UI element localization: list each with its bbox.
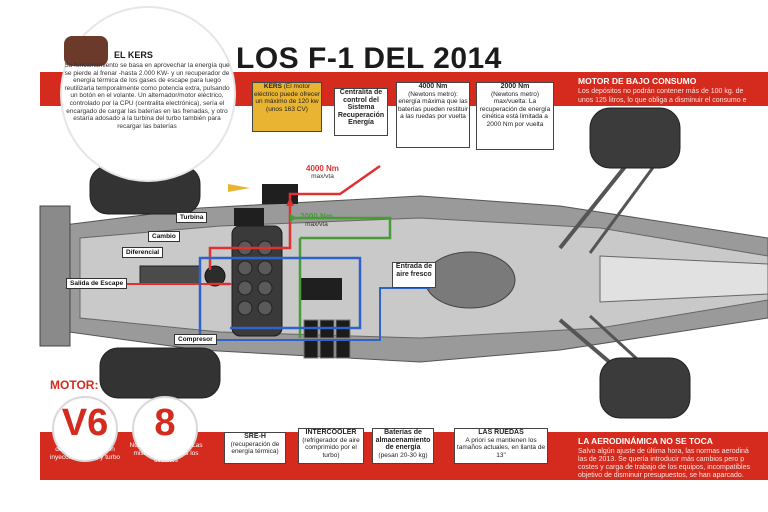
callout-baterias-title: Baterías de almacenamiento de energía — [375, 429, 431, 451]
callout-2000nm-text: (Newtons metro) max/vuelta: La recuperac… — [479, 90, 551, 128]
callout-centralita-title: Centralita de control del Sistema Recupe… — [337, 89, 385, 126]
kers-heading: EL KERS — [114, 50, 153, 60]
green-flow-label: 2000 Nm max/vta — [300, 212, 333, 228]
label-salida-escape: Salida de Escape — [66, 278, 128, 289]
callout-kers-title: KERS — [263, 83, 282, 90]
callout-intercooler-text: (refrigerador de aire comprimido por el … — [302, 436, 360, 459]
gears-caption: Número de marchas. Las mismas para todos… — [129, 442, 203, 464]
gears-circle — [132, 396, 198, 462]
top-band-line2: unos 125 litros, lo que obliga a disminu… — [578, 97, 747, 104]
v6-value: V6 — [61, 402, 109, 444]
callout-kers-text: (El motor eléctrico puede ofrecer un máx… — [253, 83, 321, 113]
label-turbina: Turbina — [176, 212, 208, 223]
gears-value: 8 — [154, 402, 176, 444]
callout-4000nm-text: (Newtons metro): energía máxima que las … — [397, 90, 469, 121]
callout-sreh: SRE-H (recuperación de energía térmica) — [224, 432, 286, 464]
callout-ruedas-text: A priori se mantienen los tamaños actual… — [456, 436, 546, 459]
bottom-band-line2: las de 2013. Se quería introducir más ca… — [578, 456, 745, 463]
green-flow-unit: max/vta — [305, 221, 328, 228]
callout-baterias-text: (pesan 20-30 kg) — [378, 451, 428, 459]
label-compresor: Compresor — [174, 334, 217, 345]
label-diferencial: Diferencial — [122, 247, 164, 258]
label-cambio: Cambio — [148, 231, 180, 242]
red-flow-label: 4000 Nm max/vta — [306, 164, 339, 180]
callout-4000nm-title: 4000 Nm — [418, 83, 448, 90]
callout-kers: KERS (El motor eléctrico puede ofrecer u… — [252, 82, 322, 132]
callout-2000nm: 2000 Nm (Newtons metro) max/vuelta: La r… — [476, 82, 554, 150]
kers-description: Su funcionamiento se basa en aprovechar … — [64, 62, 230, 130]
green-flow-value: 2000 Nm — [300, 212, 333, 221]
callout-intercooler-title: INTERCOOLER — [305, 429, 357, 436]
callout-2000nm-title: 2000 Nm — [500, 83, 530, 90]
callout-ruedas-title: LAS RUEDAS — [478, 429, 524, 436]
v6-caption: de sólo 1.600 cc con inyección directa y… — [49, 446, 121, 461]
top-band-heading: MOTOR DE BAJO CONSUMO — [578, 76, 697, 86]
bottom-band-line4: objetivo de disminuir presupuestos, se h… — [578, 472, 744, 479]
page-title: LOS F-1 DEL 2014 — [236, 42, 502, 75]
callout-baterias: Baterías de almacenamiento de energía (p… — [372, 428, 434, 464]
callout-intercooler: INTERCOOLER (refrigerador de aire compri… — [298, 428, 364, 464]
v6-circle — [52, 396, 118, 462]
callout-sreh-text: (recuperación de energía térmica) — [230, 440, 280, 456]
bottom-band-line1: Salvo algún ajuste de última hora, las n… — [578, 448, 749, 455]
bottom-band-heading: LA AERODINÁMICA NO SE TOCA — [578, 436, 713, 446]
callout-4000nm: 4000 Nm (Newtons metro): energía máxima … — [396, 82, 470, 148]
callout-sreh-title: SRE-H — [244, 433, 266, 440]
top-band-line1: Los depósitos no podrán contener más de … — [578, 88, 744, 95]
bottom-band-line3: costes y carga de trabajo de los equipos… — [578, 464, 750, 471]
kers-motor-image — [64, 36, 108, 66]
callout-entrada-aire: Entrada de aire fresco — [392, 262, 436, 288]
red-flow-value: 4000 Nm — [306, 164, 339, 173]
motor-heading: MOTOR: — [50, 378, 99, 392]
callout-ruedas: LAS RUEDAS A priori se mantienen los tam… — [454, 428, 548, 464]
callout-entrada-aire-title: Entrada de aire fresco — [395, 263, 433, 278]
callout-centralita: Centralita de control del Sistema Recupe… — [334, 88, 388, 136]
f1-car-illustration — [39, 107, 768, 419]
red-flow-unit: max/vta — [311, 173, 334, 180]
